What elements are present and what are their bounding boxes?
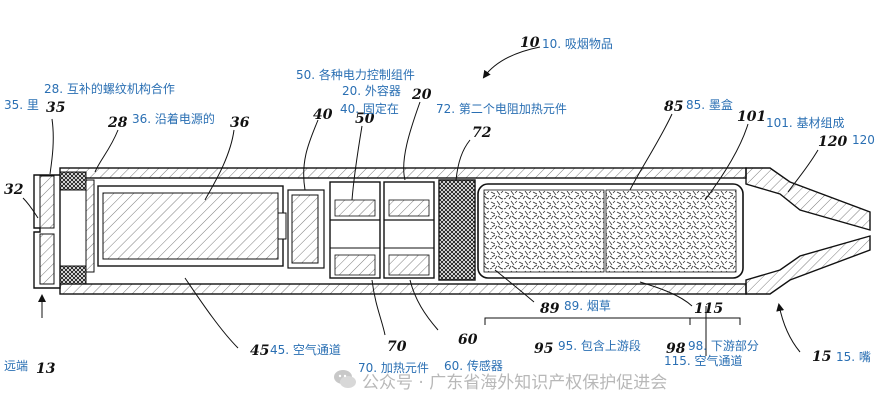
- cartridge: [477, 183, 744, 279]
- label-72: 72. 第二个电阻加热元件: [436, 102, 567, 116]
- mouthpiece: [745, 167, 871, 295]
- numeral-95: 95: [534, 341, 553, 357]
- label-98: 98. 下游部分: [688, 339, 759, 353]
- label-36: 36. 沿着电源的: [132, 112, 215, 126]
- numeral-101: 101: [737, 109, 766, 125]
- numeral-89: 89: [540, 301, 560, 317]
- numeral-35: 35: [46, 100, 65, 116]
- watermark: 公众号 · 广东省海外知识产权保护促进会: [362, 373, 668, 393]
- label-95: 95. 包含上游段: [558, 339, 641, 353]
- end-cap: [33, 171, 95, 289]
- numeral-72: 72: [472, 125, 492, 141]
- label-70: 70. 加热元件: [358, 361, 429, 375]
- control-module: [287, 189, 325, 269]
- numeral-85: 85: [664, 99, 683, 115]
- label-28: 28. 互补的螺纹机构合作: [44, 82, 175, 96]
- wechat-icon: [334, 370, 356, 388]
- numeral-36: 36: [230, 115, 250, 131]
- label-101: 101. 基材组成: [766, 116, 845, 130]
- numeral-98: 98: [666, 341, 686, 357]
- numeral-60: 60: [458, 332, 478, 348]
- heating-compartments: [329, 181, 435, 279]
- label-10: 10. 吸烟物品: [542, 37, 613, 51]
- second-heater: [438, 179, 476, 281]
- label-85: 85. 墨盒: [686, 98, 733, 112]
- label-15: 15. 嘴: [836, 350, 871, 364]
- label-60: 60. 传感器: [444, 359, 503, 373]
- label-35: 35. 里: [4, 98, 39, 112]
- battery: [97, 185, 287, 267]
- label-115: 115. 空气通道: [664, 354, 743, 368]
- numeral-120: 120: [818, 134, 847, 150]
- label-45: 45. 空气通道: [270, 343, 341, 357]
- numeral-20: 20: [411, 87, 432, 103]
- numeral-13: 13: [36, 361, 56, 377]
- label-120: 120: [852, 133, 875, 147]
- numeral-10: 10: [520, 35, 540, 51]
- leader-lines: [22, 46, 819, 356]
- numeral-32: 32: [4, 182, 24, 198]
- numeral-28: 28: [107, 115, 128, 131]
- label-50: 50. 各种电力控制组件: [296, 68, 415, 82]
- numeral-40: 40: [313, 107, 333, 123]
- numeral-115: 115: [694, 301, 723, 317]
- numeral-45: 45: [250, 343, 269, 359]
- numeral-15: 15: [812, 349, 831, 365]
- label-20: 20. 外容器: [342, 84, 401, 98]
- numeral-50: 50: [355, 111, 375, 127]
- label-40: 40. 固定在: [340, 102, 399, 116]
- label-13: 远端: [4, 359, 29, 373]
- numeral-70: 70: [387, 339, 407, 355]
- label-89: 89. 烟草: [564, 299, 611, 313]
